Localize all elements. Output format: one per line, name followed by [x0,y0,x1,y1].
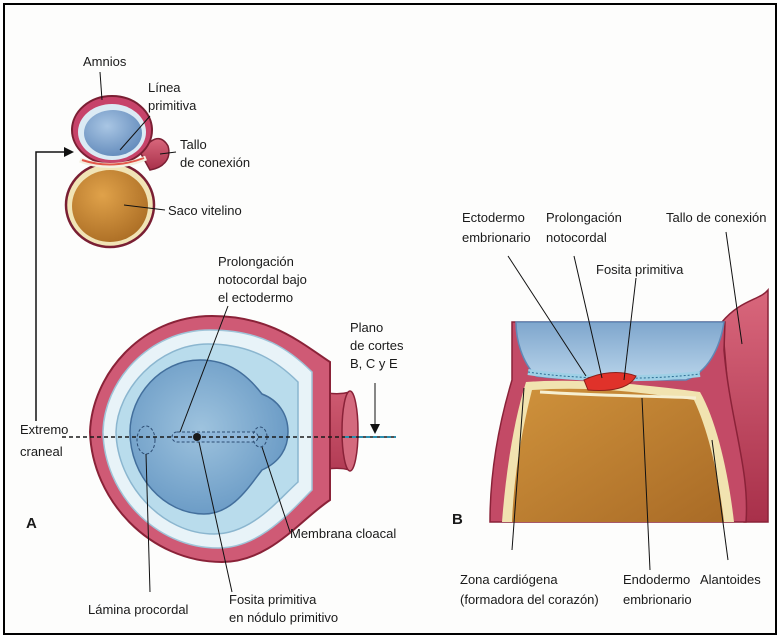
label-zona-2: (formadora del corazón) [460,592,599,607]
label-tallo-2: de conexión [180,155,250,170]
label-saco-vitelino: Saco vitelino [168,203,242,218]
label-prolongacion-1: Prolongación [218,254,294,269]
label-endodermo-1: Endodermo [623,572,690,587]
sagittal-section [490,290,768,522]
label-plano-3: B, C y E [350,356,398,371]
label-prolongacion-b-2: notocordal [546,230,607,245]
label-membrana-cloacal: Membrana cloacal [290,526,396,541]
label-linea-primitiva-1: Línea [148,80,181,95]
label-fosita-primitiva-b: Fosita primitiva [596,262,683,277]
label-fosita-2: en nódulo primitivo [229,610,338,625]
label-prolongacion-2: notocordal bajo [218,272,307,287]
label-plano-1: Plano [350,320,383,335]
label-tallo-b: Tallo de conexión [666,210,766,225]
small-embryo [66,96,169,247]
label-ectodermo-2: embrionario [462,230,531,245]
label-prolongacion-3: el ectodermo [218,290,293,305]
plane-arrow-head [370,424,380,434]
panel-letter-a: A [26,516,37,531]
label-plano-2: de cortes [350,338,403,353]
label-zona-1: Zona cardiógena [460,572,558,587]
label-linea-primitiva-2: primitiva [148,98,196,113]
label-extremo-1: Extremo [20,422,68,437]
label-ectodermo-1: Ectodermo [462,210,525,225]
panel-letter-b: B [452,512,463,527]
label-prolongacion-b-1: Prolongación [546,210,622,225]
label-alantoides: Alantoides [700,572,761,587]
label-lamina-procordal: Lámina procordal [88,602,188,617]
label-fosita-1: Fosita primitiva [229,592,316,607]
label-endodermo-2: embrionario [623,592,692,607]
label-tallo-1: Tallo [180,137,207,152]
label-amnios: Amnios [83,54,126,69]
label-extremo-2: craneal [20,444,63,459]
